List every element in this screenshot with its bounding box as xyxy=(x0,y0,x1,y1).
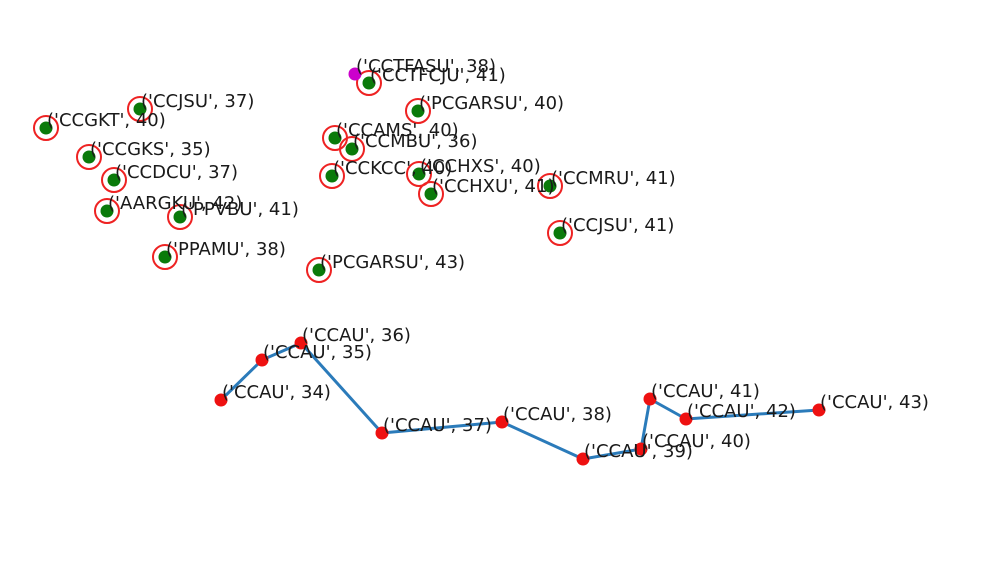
point-ring xyxy=(101,167,127,193)
point-label: ('AARGKU', 42) xyxy=(108,193,242,214)
point-ring xyxy=(405,98,431,124)
label-layer: ('CCAU', 34) ('CCAU', 35)('CCAU', 36) ('CC… xyxy=(47,56,929,462)
point-ring xyxy=(547,220,573,246)
point-marker xyxy=(375,426,389,440)
point-label: ('CCJSU', 37) xyxy=(141,91,254,112)
point-marker xyxy=(39,121,53,135)
point-label: ('CCAU', 43) xyxy=(820,392,929,413)
point-label: ('CCAU', 37) xyxy=(383,415,492,436)
point-label: ('CCAU', 42) xyxy=(687,401,796,422)
line-layer xyxy=(219,341,821,461)
point-label: ('CCAU', 38) xyxy=(503,404,612,425)
point-marker xyxy=(576,452,590,466)
point-marker xyxy=(348,67,362,81)
point-label: ('CCAMS', 40) xyxy=(336,120,459,141)
point-marker xyxy=(82,150,96,164)
point-label: ('PCGARSU', 40) xyxy=(419,93,564,114)
point-label: ('CCTFCJU', 41) xyxy=(370,65,506,86)
point-label: ('PPVBU', 41) xyxy=(181,199,299,220)
point-label: ('CCAU', 35) xyxy=(263,342,372,363)
point-ring xyxy=(76,144,102,170)
point-marker xyxy=(362,76,376,90)
point-ring xyxy=(537,173,563,199)
point-ring xyxy=(33,115,59,141)
point-label: ('CCTFASU', 38) xyxy=(356,56,496,77)
point-label: ('CCHXS', 40) xyxy=(420,156,541,177)
point-label: ('PPAMU', 38) xyxy=(166,239,286,260)
point-marker xyxy=(812,403,826,417)
point-marker xyxy=(294,336,308,350)
point-label: ('CCAU', 36) xyxy=(302,325,411,346)
point-ring xyxy=(167,204,193,230)
point-marker xyxy=(312,263,326,277)
point-ring xyxy=(319,163,345,189)
point-marker xyxy=(553,226,567,240)
point-ring xyxy=(306,257,332,283)
point-marker xyxy=(133,102,147,116)
point-marker xyxy=(411,104,425,118)
point-marker xyxy=(679,412,693,426)
point-marker xyxy=(495,415,509,429)
point-ring xyxy=(94,198,120,224)
point-label: ('CCAU', 39) xyxy=(584,441,693,462)
point-marker xyxy=(158,250,172,264)
point-marker xyxy=(412,167,426,181)
point-label: ('CCMBU', 36) xyxy=(353,131,477,152)
series-line xyxy=(219,341,821,461)
point-ring xyxy=(406,161,432,187)
point-label: ('CCGKS', 35) xyxy=(90,139,211,160)
point-label: ('CCMRU', 41) xyxy=(551,168,676,189)
point-label: ('CCHXU', 41) xyxy=(432,176,554,197)
point-marker xyxy=(643,392,657,406)
point-ring xyxy=(127,96,153,122)
point-marker xyxy=(255,353,269,367)
point-ring xyxy=(152,244,178,270)
point-marker xyxy=(173,210,187,224)
marker-layer xyxy=(33,67,826,466)
point-marker xyxy=(328,131,342,145)
point-marker xyxy=(634,442,648,456)
point-label: ('CCAU', 41) xyxy=(651,381,760,402)
point-ring xyxy=(418,181,444,207)
point-ring xyxy=(356,70,382,96)
point-label: ('CCDCU', 37) xyxy=(115,162,238,183)
point-marker xyxy=(325,169,339,183)
point-marker xyxy=(345,142,359,156)
point-marker xyxy=(107,173,121,187)
point-marker xyxy=(214,393,228,407)
point-label: ('PCGARSU', 43) xyxy=(320,252,465,273)
point-marker xyxy=(543,179,557,193)
point-label: ('CCJSU', 41) xyxy=(561,215,674,236)
point-ring xyxy=(339,136,365,162)
point-label: ('CCGKT', 40) xyxy=(47,110,166,131)
point-marker xyxy=(424,187,438,201)
point-label: ('CCAU', 34) xyxy=(222,382,331,403)
point-marker xyxy=(100,204,114,218)
point-label: ('CCKCC', 40) xyxy=(333,158,452,179)
point-label: ('CCAU', 40) xyxy=(642,431,751,452)
